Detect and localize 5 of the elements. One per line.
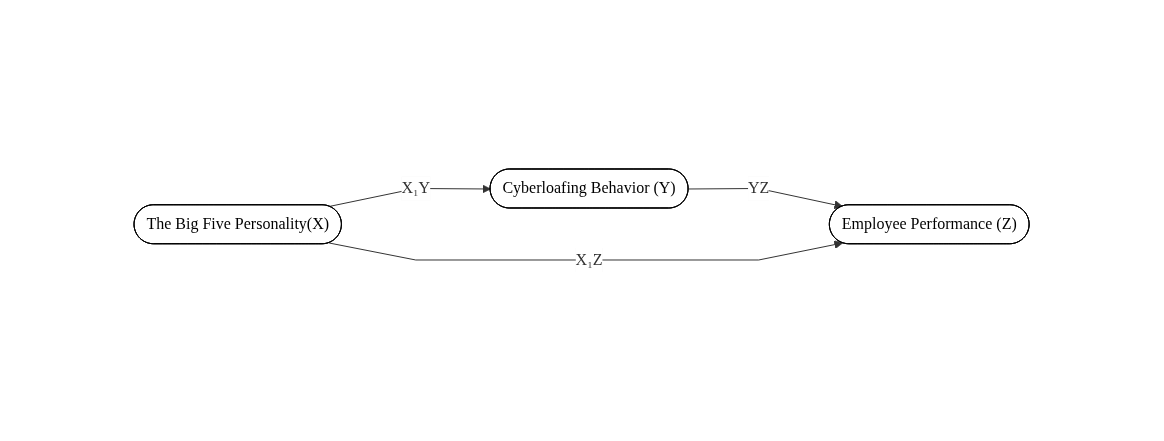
edge-label: YZ xyxy=(748,179,770,197)
arrow xyxy=(688,188,844,210)
edge-label: X₁Z xyxy=(576,250,603,268)
arrow xyxy=(329,240,844,261)
edge-label: X₁Y xyxy=(401,179,431,197)
